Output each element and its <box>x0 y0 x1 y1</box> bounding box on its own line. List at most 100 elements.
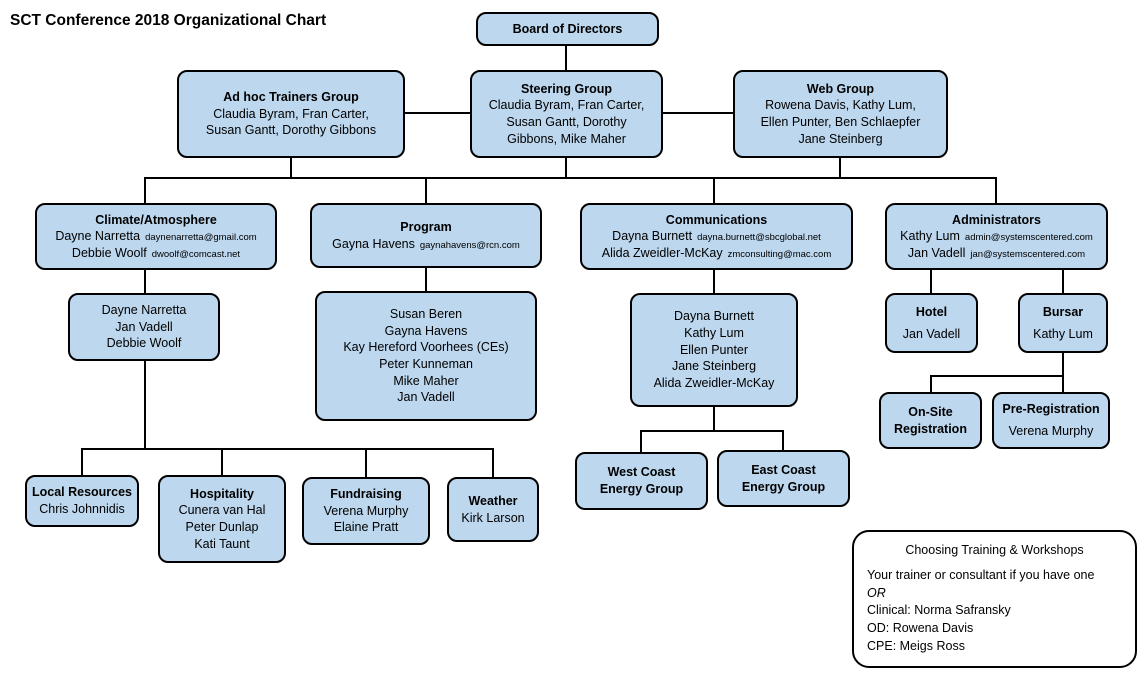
node-local-resources: Local Resources Chris Johnnidis <box>25 475 139 527</box>
connector-to-local-resources <box>81 448 83 475</box>
member-line: Dayna Burnett <box>674 309 754 324</box>
connector-adhoc-down <box>290 158 292 177</box>
note-line: Clinical: Norma Safransky <box>867 603 1011 618</box>
member-line: Gibbons, Mike Maher <box>507 131 626 146</box>
member-line: Kathy Lum <box>1033 326 1093 341</box>
member-line: Jane Steinberg <box>798 131 883 146</box>
node-ad-hoc-trainers-group: Ad hoc Trainers Group Claudia Byram, Fra… <box>177 70 405 158</box>
node-pre-registration: Pre-Registration Verena Murphy <box>992 392 1110 449</box>
node-hospitality: Hospitality Cunera van Hal Peter Dunlap … <box>158 475 286 563</box>
contact-line: Debbie Woolf dwoolf@comcast.net <box>72 245 240 262</box>
connector-climate-team-down <box>144 361 146 448</box>
connector-steering-down <box>565 158 567 177</box>
node-title: Energy Group <box>599 482 684 496</box>
contact-line: Gayna Havens gaynahavens@rcn.com <box>332 236 520 253</box>
connector-web-down <box>839 158 841 177</box>
node-program: Program Gayna Havens gaynahavens@rcn.com <box>310 203 542 268</box>
node-title: Program <box>400 219 452 234</box>
connector-bus-tier3 <box>144 177 997 179</box>
contact-email: dwoolf@comcast.net <box>151 248 241 260</box>
connector-to-communications <box>713 177 715 203</box>
node-title: Board of Directors <box>512 21 623 36</box>
connector-to-weather <box>492 448 494 477</box>
node-title: Climate/Atmosphere <box>95 212 217 227</box>
contact-email: zmconsulting@mac.com <box>727 248 832 260</box>
connector-to-prereg <box>1062 375 1064 392</box>
node-title: Fundraising <box>330 487 402 502</box>
node-onsite-registration: On-Site Registration <box>879 392 982 449</box>
member-line: Kirk Larson <box>461 510 525 525</box>
node-title: Steering Group <box>521 81 612 96</box>
member-line: Susan Gantt, Dorothy Gibbons <box>205 123 377 138</box>
connector-admin-hotel <box>930 270 932 293</box>
node-title: On-Site <box>908 404 953 419</box>
connector-bursar-down <box>1062 353 1064 375</box>
member-line: Mike Maher <box>393 373 459 388</box>
note-title: Choosing Training & Workshops <box>905 543 1084 557</box>
node-title: Hospitality <box>190 486 254 501</box>
contact-email: daynenarretta@gmail.com <box>145 232 257 244</box>
member-line: Debbie Woolf <box>106 336 182 351</box>
member-line: Susan Gantt, Dorothy <box>506 115 627 129</box>
member-line: Rowena Davis, Kathy Lum, <box>765 98 916 113</box>
connector-bus-registration <box>930 375 1064 377</box>
contact-name: Gayna Havens <box>332 236 415 251</box>
node-title: Local Resources <box>31 485 133 500</box>
node-communications: Communications Dayna Burnett dayna.burnet… <box>580 203 853 270</box>
node-hotel: Hotel Jan Vadell <box>885 293 978 353</box>
node-title: Pre-Registration <box>1002 402 1100 417</box>
connector-bus-energy-groups <box>640 430 784 432</box>
member-line: Jan Vadell <box>397 390 455 405</box>
member-line: Claudia Byram, Fran Carter, <box>213 106 369 121</box>
connector-program-team <box>425 268 427 291</box>
node-title: Energy Group <box>741 479 826 494</box>
contact-line: Alida Zweidler-McKay zmconsulting@mac.com <box>602 245 832 262</box>
member-line: Jan Vadell <box>902 326 961 341</box>
note-choosing-training-workshops: Choosing Training & Workshops Your train… <box>852 530 1137 668</box>
member-line: Kati Taunt <box>194 536 250 551</box>
contact-email: dayna.burnett@sbcglobal.net <box>697 232 821 244</box>
connector-adhoc-steering <box>405 112 470 114</box>
connector-steering-web <box>663 112 733 114</box>
member-line: Verena Murphy <box>1008 424 1094 438</box>
connector-to-onsite <box>930 375 932 392</box>
node-program-team: Susan Beren Gayna Havens Kay Hereford Vo… <box>315 291 537 421</box>
node-weather: Weather Kirk Larson <box>447 477 539 542</box>
member-line: Dayne Narretta <box>101 303 187 318</box>
connector-to-fundraising <box>365 448 367 477</box>
node-title: Web Group <box>806 81 875 96</box>
note-line: Your trainer or consultant if you have o… <box>867 567 1095 582</box>
connector-to-climate <box>144 177 146 203</box>
member-line: Peter Dunlap <box>185 520 259 534</box>
contact-email: admin@systemscentered.com <box>964 232 1093 244</box>
member-line: Claudia Byram, Fran Carter, <box>488 98 645 113</box>
contact-name: Alida Zweidler-McKay <box>601 245 723 260</box>
member-line: Kathy Lum <box>684 326 744 341</box>
connector-to-hospitality <box>221 448 223 475</box>
node-title: Bursar <box>1042 304 1084 319</box>
note-line: OD: Rowena Davis <box>867 621 974 635</box>
connector-bus-climate-children <box>81 448 494 450</box>
contact-name: Jan Vadell <box>907 245 966 260</box>
node-web-group: Web Group Rowena Davis, Kathy Lum, Ellen… <box>733 70 948 158</box>
node-title: Hotel <box>915 304 948 319</box>
member-line: Ellen Punter <box>679 342 749 357</box>
member-line: Jane Steinberg <box>671 359 757 374</box>
contact-name: Dayna Burnett <box>612 229 693 244</box>
node-steering-group: Steering Group Claudia Byram, Fran Carte… <box>470 70 663 158</box>
member-line: Alida Zweidler-McKay <box>653 375 775 390</box>
member-line: Cunera van Hal <box>178 503 266 518</box>
contact-name: Debbie Woolf <box>71 245 147 260</box>
member-line: Jan Vadell <box>115 319 173 334</box>
contact-email: gaynahavens@rcn.com <box>419 239 520 251</box>
contact-name: Kathy Lum <box>900 229 960 244</box>
connector-to-west-coast <box>640 430 642 452</box>
node-title: Communications <box>665 212 768 227</box>
node-title: East Coast <box>751 462 816 477</box>
member-line: Chris Johnnidis <box>39 502 125 516</box>
node-title: Weather <box>468 493 518 508</box>
